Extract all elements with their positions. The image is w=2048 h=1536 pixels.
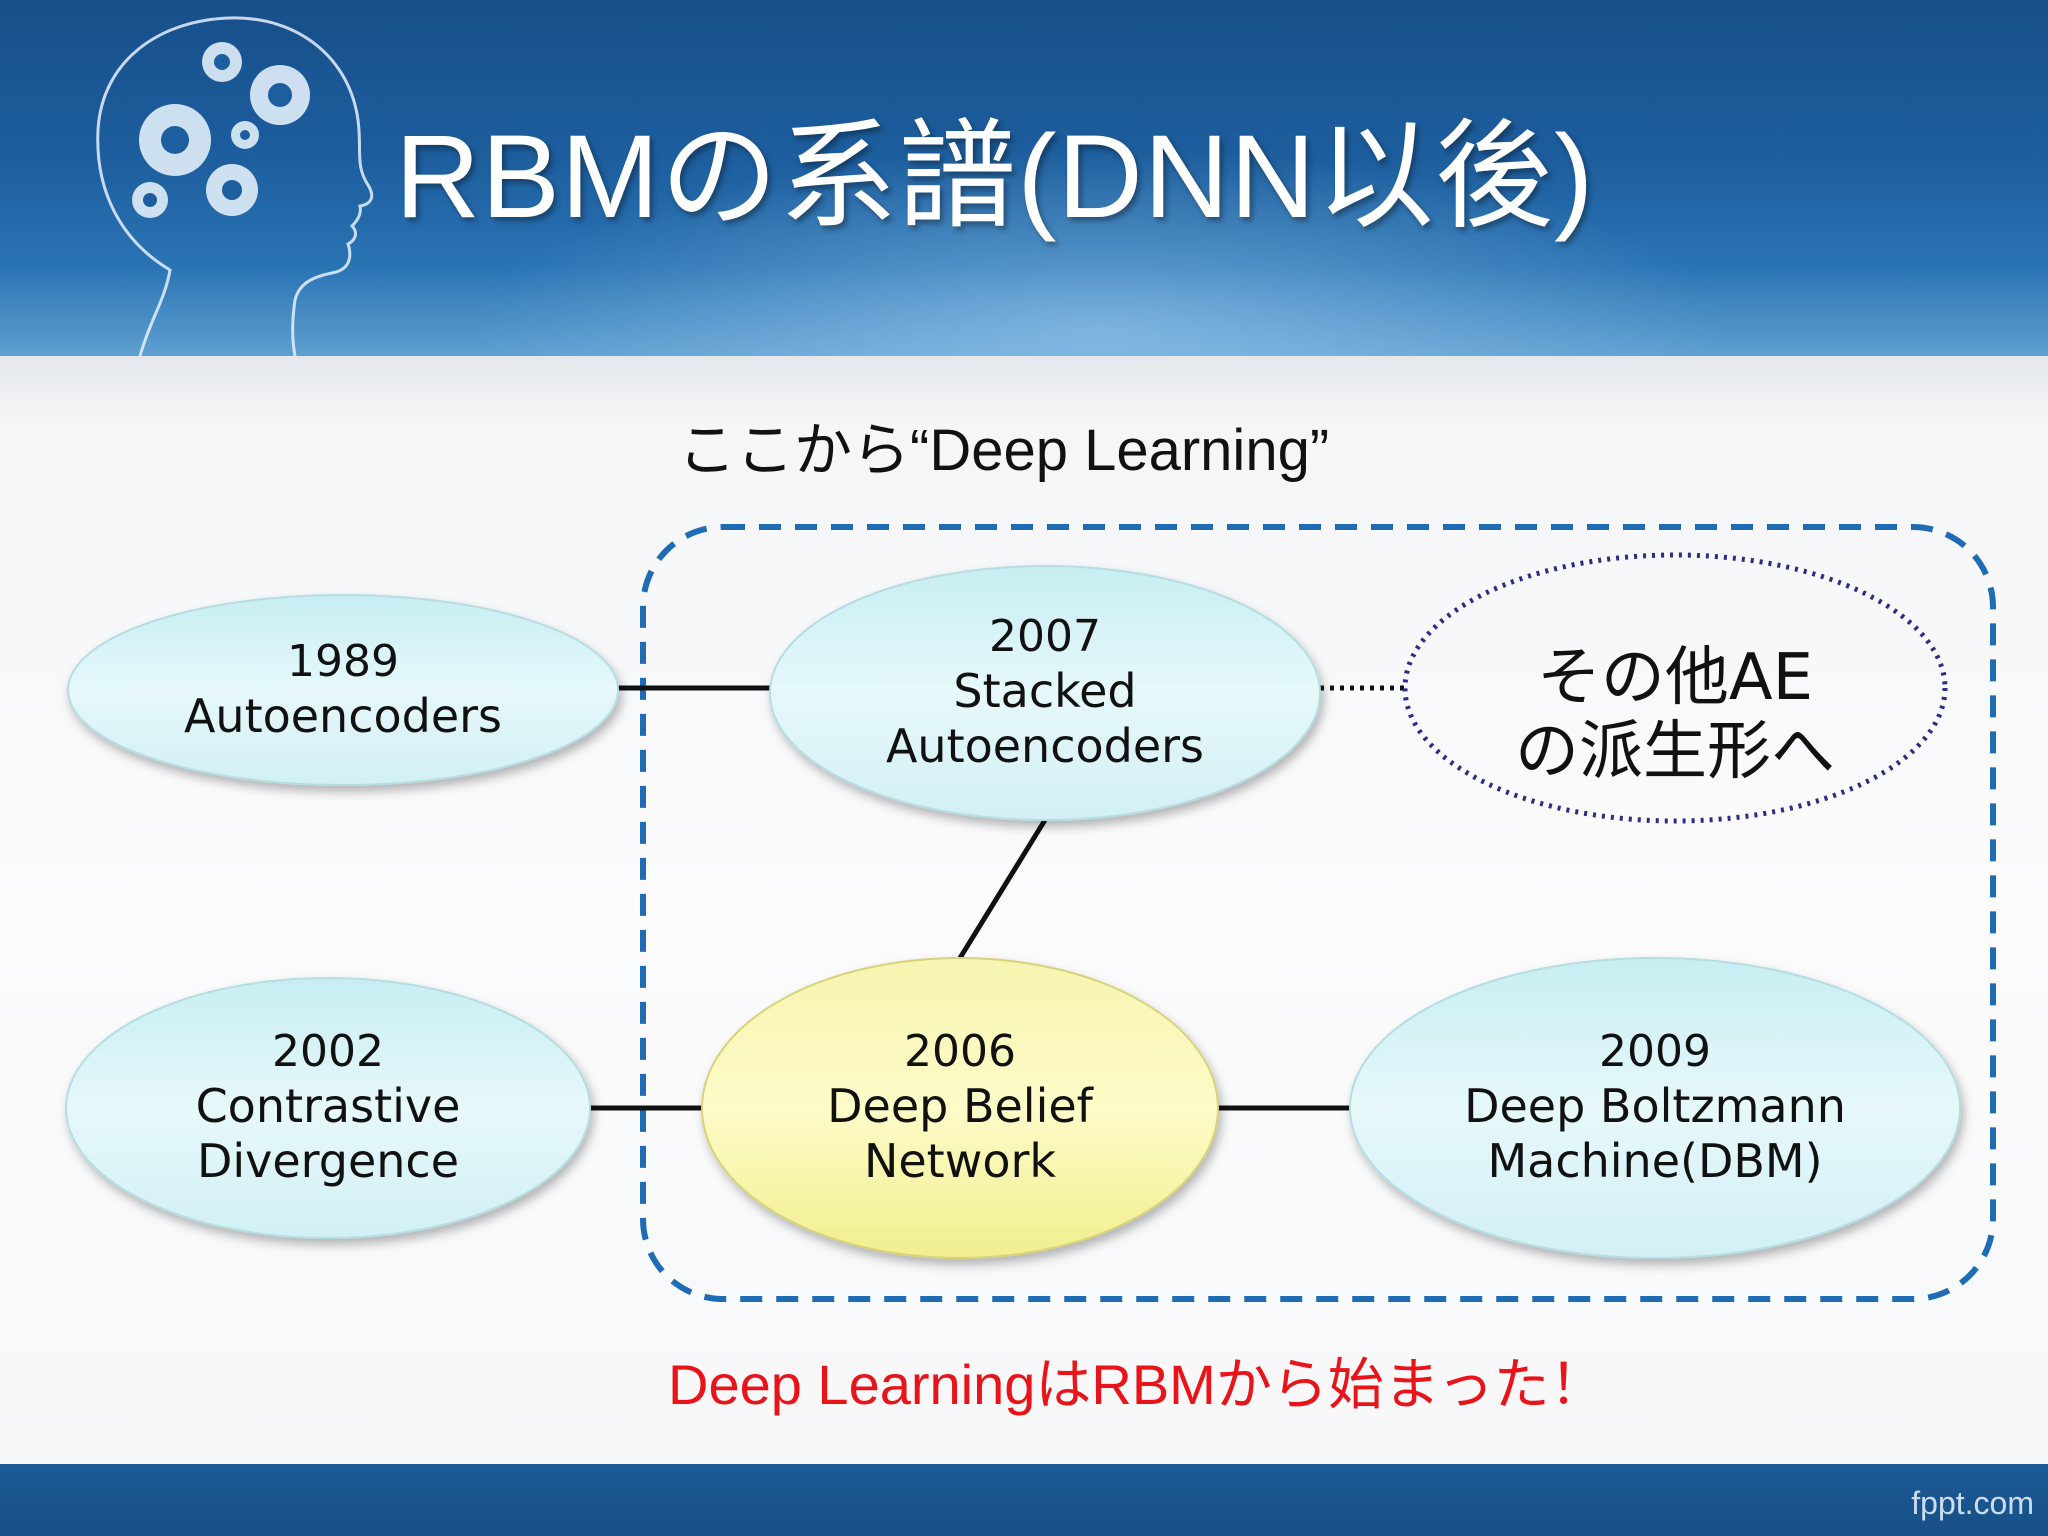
node-contrastive-divergence: 2002 Contrastive Divergence — [66, 978, 590, 1238]
node-year: 1989 — [287, 636, 399, 687]
node-year: 2002 — [272, 1026, 384, 1078]
node-autoencoders: 1989 Autoencoders — [68, 595, 618, 785]
node-shapes — [65, 565, 1961, 1259]
node-shape-autoencoders — [67, 594, 619, 786]
node-name-line: Autoencoders — [885, 719, 1205, 774]
node-name-line: Network — [863, 1134, 1057, 1189]
node-shape-stacked-autoencoders — [769, 565, 1321, 821]
slide-title: RBMの系譜(DNN以後) — [395, 111, 1595, 243]
node-name-line: Autoencoders — [183, 688, 503, 743]
edge-stacked-dbn — [957, 818, 1048, 960]
other-ae-outline — [1402, 552, 1948, 824]
footer-brand: fppt.com — [1911, 1485, 2034, 1521]
head-silhouette-icon — [96, 16, 374, 356]
node-shape-deep-belief-network — [701, 957, 1219, 1259]
edge-lines — [590, 685, 1405, 1111]
node-deep-boltzmann-machine: 2009 Deep Boltzmann Machine(DBM) — [1350, 958, 1960, 1258]
gears-icon — [132, 42, 310, 218]
slide-content — [0, 356, 2048, 1464]
deep-learning-label: ここから“Deep Learning” — [678, 418, 1330, 483]
node-name-line: Deep Belief — [827, 1079, 1093, 1134]
node-shape-deep-boltzmann-machine — [1349, 957, 1961, 1259]
node-deep-belief-network: 2006 Deep Belief Network — [702, 958, 1218, 1258]
slide-footer — [0, 1464, 2048, 1536]
other-ae-line: の派生形へ — [1515, 715, 1835, 789]
node-name-line: Deep Boltzmann — [1464, 1079, 1846, 1134]
node-other-ae: その他AE の派生形へ — [1405, 615, 1945, 815]
node-year: 2009 — [1599, 1026, 1711, 1078]
node-name-line: Divergence — [196, 1134, 460, 1189]
node-shape-contrastive-divergence — [65, 977, 591, 1239]
header-glow — [0, 0, 2048, 356]
node-stacked-autoencoders: 2007 Stacked Autoencoders — [770, 566, 1320, 820]
node-year: 2007 — [989, 611, 1101, 663]
head-gears-icon — [96, 16, 374, 356]
node-name-line: Machine(DBM) — [1487, 1134, 1823, 1189]
slide-header: RBMの系譜(DNN以後) — [0, 0, 2048, 356]
deep-learning-region — [640, 524, 1996, 1302]
node-year: 2006 — [904, 1026, 1016, 1078]
node-name-line: Stacked — [953, 664, 1137, 719]
other-ae-line: その他AE — [1536, 640, 1814, 715]
node-name-line: Contrastive — [195, 1079, 461, 1134]
conclusion-text: Deep LearningはRBMから始まった！ — [668, 1353, 1606, 1416]
